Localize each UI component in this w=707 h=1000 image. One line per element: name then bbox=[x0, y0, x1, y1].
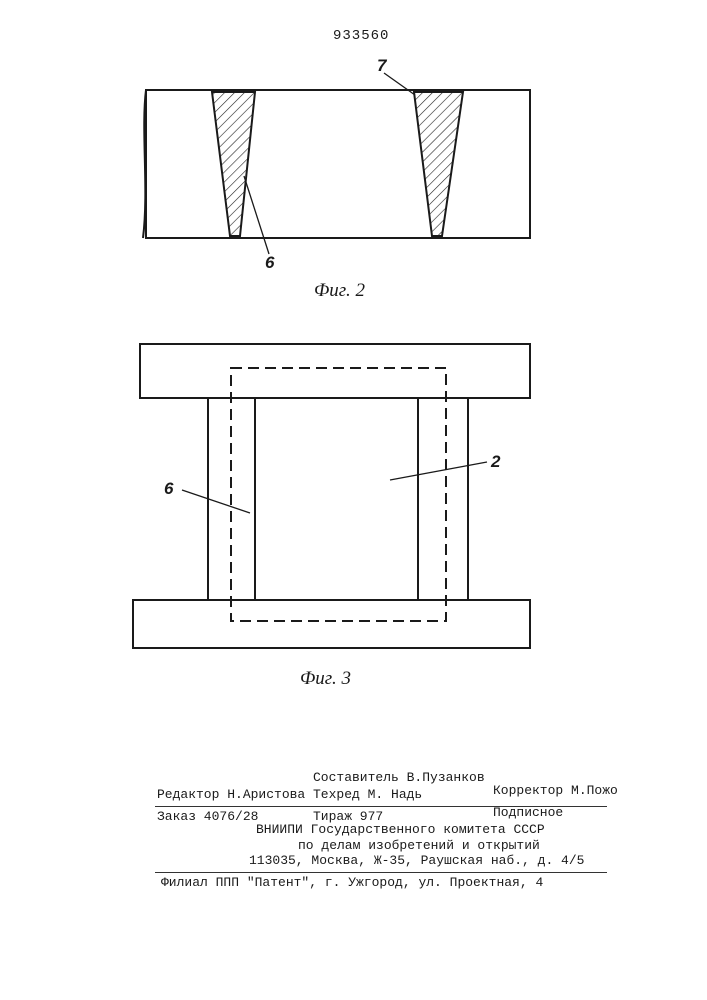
fig2-leader-7 bbox=[384, 73, 415, 95]
fig2-wedge-right bbox=[414, 92, 463, 236]
colophon-techred: Техред М. Надь bbox=[313, 787, 422, 802]
colophon-editor: Редактор Н.Аристова bbox=[157, 787, 305, 802]
fig2-drawing bbox=[143, 73, 530, 254]
colophon-corrector: Корректор М.Пожо bbox=[493, 783, 618, 798]
colophon-composer: Составитель В.Пузанков bbox=[313, 770, 485, 785]
colophon-org-line2: по делам изобретений и открытий bbox=[298, 838, 540, 853]
fig2-label-6: 6 bbox=[265, 253, 274, 273]
fig2-wedge-left bbox=[212, 92, 255, 236]
fig3-bottom-bar bbox=[133, 600, 530, 648]
fig2-leader-6 bbox=[244, 176, 269, 254]
colophon-rule-bottom bbox=[155, 872, 607, 873]
fig3-label-2: 2 bbox=[491, 452, 500, 472]
fig3-post-right bbox=[418, 398, 468, 600]
fig2-label-7: 7 bbox=[377, 56, 386, 76]
colophon-org-line3: 113035, Москва, Ж-35, Раушская наб., д. … bbox=[249, 853, 584, 868]
fig3-caption: Фиг. 3 bbox=[300, 668, 351, 690]
fig2-body-outline bbox=[143, 90, 530, 238]
fig3-label-6: 6 bbox=[164, 479, 173, 499]
fig2-caption: Фиг. 2 bbox=[314, 280, 365, 302]
colophon-branch: Филиал ППП "Патент", г. Ужгород, ул. Про… bbox=[161, 875, 543, 890]
colophon-org-line1: ВНИИПИ Государственного комитета СССР bbox=[256, 822, 545, 837]
fig3-dashed-frame bbox=[231, 368, 446, 621]
colophon-order: Заказ 4076/28 bbox=[157, 809, 258, 824]
fig3-top-bar bbox=[140, 344, 530, 398]
colophon-subscription: Подписное bbox=[493, 805, 563, 820]
fig3-drawing bbox=[133, 344, 530, 648]
